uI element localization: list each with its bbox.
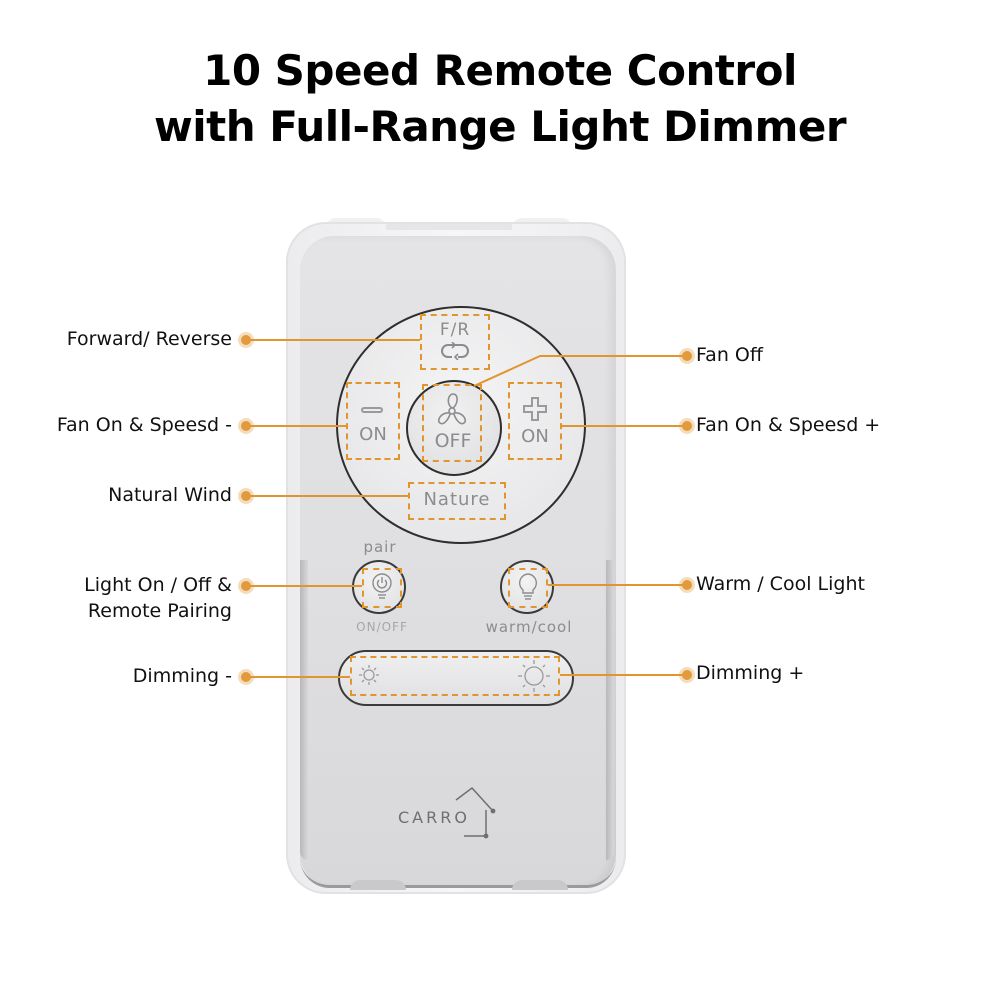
- casing-top-slot: [386, 224, 512, 230]
- forward-reverse-label[interactable]: F/R: [439, 320, 471, 340]
- plus-icon: [523, 397, 547, 421]
- callout-dot: [682, 670, 692, 680]
- on-off-label: ON/OFF: [356, 620, 408, 634]
- callout-natural-wind: Natural Wind: [108, 484, 232, 506]
- leader-line: [250, 585, 362, 587]
- nature-highlight: [408, 482, 506, 520]
- callout-light-on-off: Light On / Off &: [84, 574, 232, 596]
- speed-down-highlight: [346, 382, 400, 460]
- callout-forward-reverse: Forward/ Reverse: [66, 328, 232, 350]
- dimmer-highlight: [350, 656, 560, 696]
- side-rail-left: [300, 560, 308, 860]
- speed-up-highlight: [508, 382, 562, 460]
- forward-reverse-highlight: [420, 314, 490, 370]
- foot-left: [350, 880, 406, 890]
- leader-line: [250, 495, 408, 497]
- leader-line: [562, 425, 686, 427]
- leader-line: [560, 674, 686, 676]
- callout-dot: [241, 581, 251, 591]
- callout-dot: [241, 672, 251, 682]
- speed-up-label[interactable]: ON: [521, 426, 549, 447]
- callout-speed-up: Fan On & Speesd +: [696, 414, 881, 436]
- fan-off-leader: [473, 355, 690, 387]
- callout-dimming-down: Dimming -: [132, 665, 232, 687]
- bottom-rim: [300, 858, 616, 888]
- callout-dot: [241, 421, 251, 431]
- sun-small-icon[interactable]: [358, 664, 380, 686]
- nature-button[interactable]: Nature: [423, 489, 491, 510]
- brand-logo-text: CARRO: [398, 808, 470, 827]
- house-logo-icon: [455, 786, 496, 839]
- callout-dot: [241, 491, 251, 501]
- headline-line-1: 10 Speed Remote Control: [203, 46, 797, 95]
- reverse-arrows-icon: [441, 342, 469, 360]
- pair-label: pair: [363, 538, 397, 556]
- callout-remote-pairing: Remote Pairing: [87, 600, 232, 622]
- warm-cool-label: warm/cool: [485, 618, 573, 636]
- power-bulb-icon: [372, 573, 392, 599]
- leader-line: [250, 339, 420, 341]
- callout-dot: [682, 351, 692, 361]
- minus-icon: [361, 407, 383, 413]
- fan-off-highlight: [422, 384, 482, 462]
- leader-line: [250, 425, 346, 427]
- callout-dot: [241, 335, 251, 345]
- callout-dot: [682, 580, 692, 590]
- warm-cool-highlight: [508, 568, 548, 608]
- headline-line-2: with Full-Range Light Dimmer: [153, 102, 847, 151]
- foot-right: [512, 880, 568, 890]
- callout-warm-cool: Warm / Cool Light: [696, 573, 865, 595]
- dimmer-bar: [338, 650, 574, 706]
- fan-icon: [437, 393, 467, 425]
- sun-large-icon[interactable]: [516, 658, 552, 694]
- callout-dot: [682, 421, 692, 431]
- fan-off-label[interactable]: OFF: [434, 430, 472, 452]
- leader-line: [548, 584, 686, 586]
- leader-line: [250, 676, 350, 678]
- light-power-highlight: [362, 568, 402, 608]
- callout-fan-off: Fan Off: [696, 344, 763, 366]
- callout-speed-down: Fan On & Speesd -: [56, 414, 232, 436]
- side-rail-right: [606, 560, 614, 860]
- speed-down-label[interactable]: ON: [359, 424, 387, 445]
- bulb-icon: [518, 573, 538, 600]
- callout-dimming-up: Dimming +: [696, 662, 805, 684]
